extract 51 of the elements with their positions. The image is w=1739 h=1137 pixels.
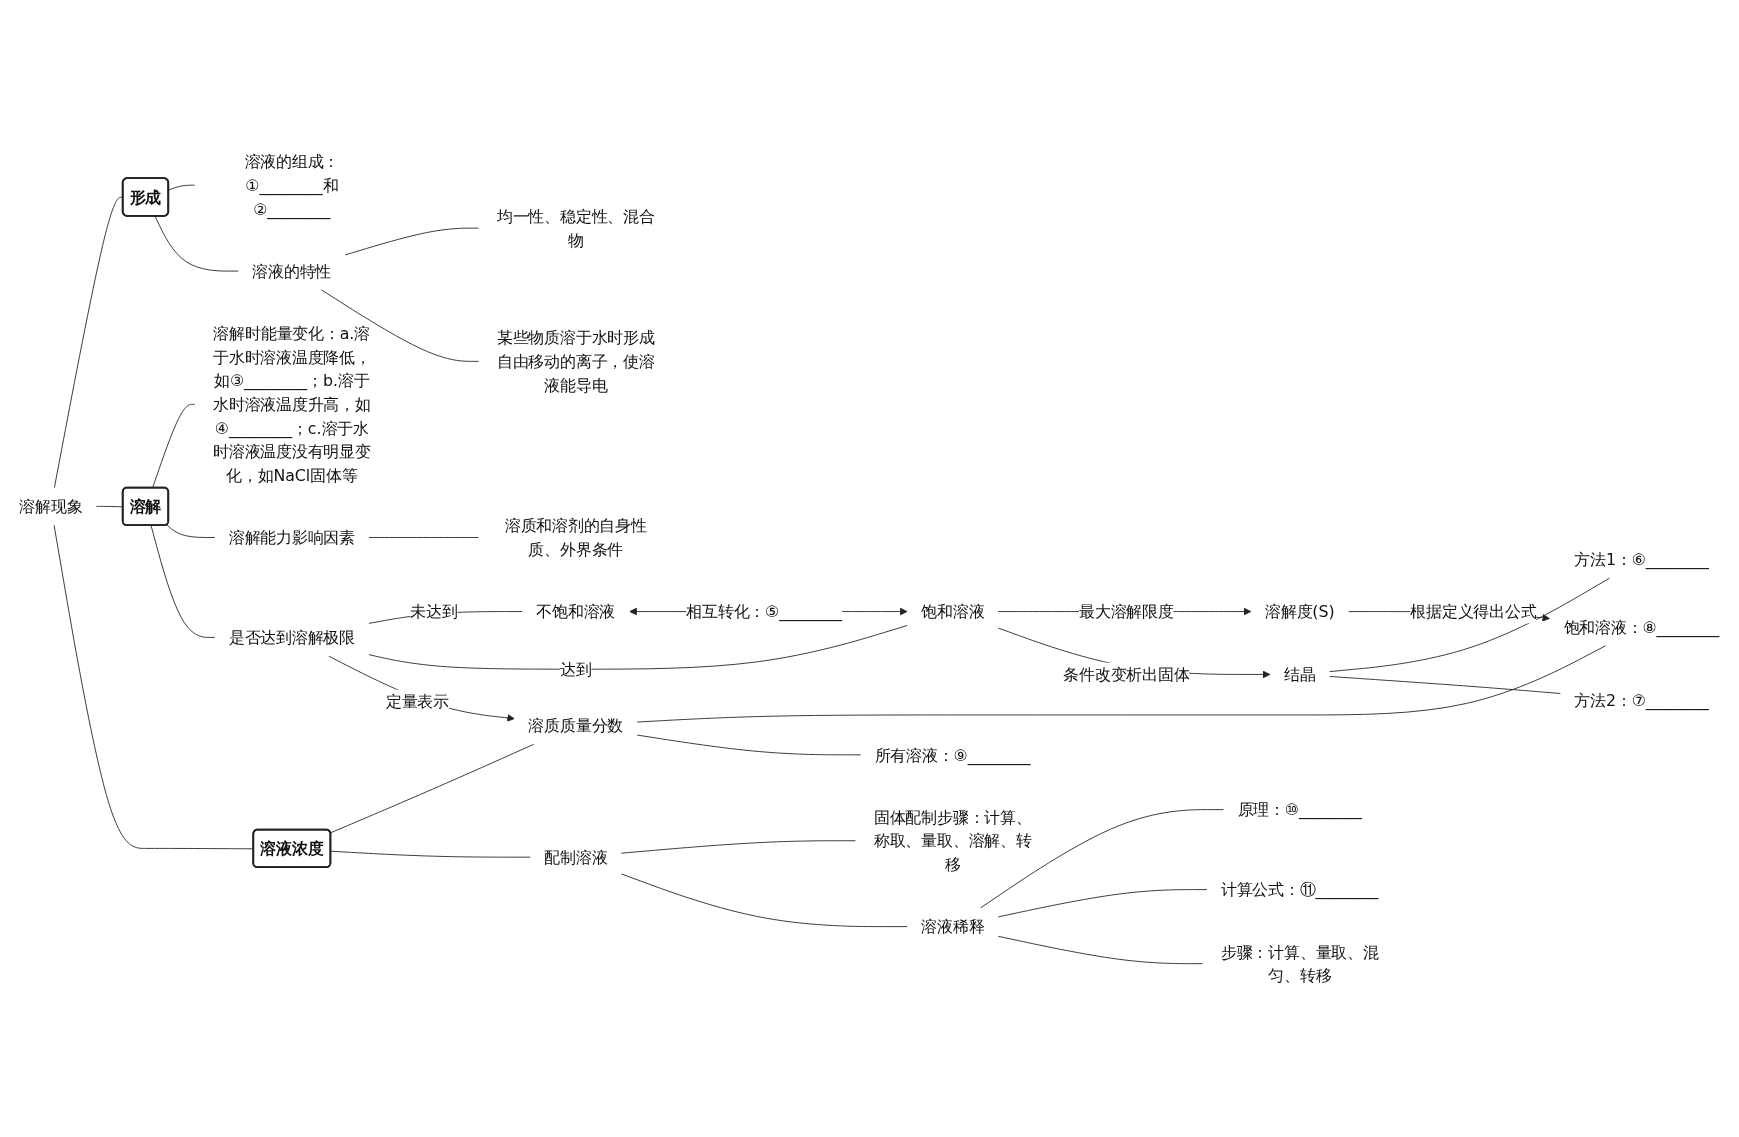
connector — [168, 184, 195, 191]
node-text: 步骤：计算、量取、混匀、转移 — [1220, 942, 1379, 985]
connector — [154, 215, 239, 272]
connector — [620, 873, 908, 928]
connector — [166, 524, 216, 538]
connector — [321, 289, 479, 362]
connector — [150, 525, 216, 638]
connector — [636, 645, 1607, 723]
edge-label: 最大溶解限度 — [1078, 602, 1174, 621]
connector — [368, 537, 479, 538]
connector — [330, 850, 531, 858]
connector — [620, 840, 856, 854]
edge-label: 未达到 — [410, 602, 458, 621]
node-text: 原理：⑩________ — [1237, 800, 1363, 819]
edge-label: 根据定义得出公式 — [1410, 602, 1537, 621]
node-text: 溶质质量分数 — [528, 716, 624, 735]
connector — [330, 743, 535, 834]
edge-label: 达到 — [560, 659, 592, 679]
node-text: 溶液的特性 — [252, 261, 332, 281]
node-text: 溶解现象 — [19, 497, 83, 516]
node-text: 方法1：⑥________ — [1574, 550, 1709, 569]
connector — [1329, 676, 1561, 694]
edge-label: 相互转化：⑤________ — [686, 602, 843, 621]
connector — [980, 809, 1224, 909]
node-text: 饱和溶液：⑧________ — [1563, 617, 1720, 637]
node-text: 溶质和溶剂的自身性质、外界条件 — [504, 516, 647, 559]
node-text: 结晶 — [1284, 665, 1316, 684]
node-text: 溶液的组成：①________和②________ — [244, 152, 340, 219]
connector — [636, 734, 862, 756]
node-text: 溶解能力影响因素 — [228, 528, 355, 547]
node-text: 配制溶液 — [544, 847, 608, 867]
node-text: 饱和溶液 — [921, 602, 985, 621]
node-text: 某些物质溶于水时形成自由移动的离子，使溶液能导电 — [496, 328, 655, 395]
connector — [1329, 577, 1610, 673]
node-text: 固体配制步骤：计算、称取、量取、溶解、转移 — [873, 807, 1032, 874]
connector — [368, 625, 908, 670]
edge-label: 条件改变析出固体 — [1063, 665, 1190, 684]
connector — [344, 227, 479, 256]
node-text: 方法2：⑦________ — [1574, 691, 1709, 710]
node-text: 溶解时能量变化：a.溶于水时溶液温度降低，如③________；b.溶于水时溶液温度升高，如④________；c.溶于水时溶液温度没有明显变化，如NaCl固体等 — [212, 324, 371, 485]
node-text: 是否达到溶解极限 — [228, 628, 355, 647]
connector — [997, 889, 1208, 918]
node-text: 不饱和溶液 — [536, 602, 616, 621]
edge-label: 定量表示 — [385, 692, 450, 711]
node-text: 均一性、稳定性、混合物 — [496, 207, 655, 250]
node-text: 计算公式：⑪________ — [1220, 880, 1379, 899]
node-text: 所有溶液：⑨________ — [874, 745, 1031, 765]
connector — [152, 403, 195, 489]
node-text: 溶解度(S) — [1264, 602, 1335, 621]
connector — [997, 935, 1203, 965]
node-text: 溶液稀释 — [921, 917, 985, 936]
